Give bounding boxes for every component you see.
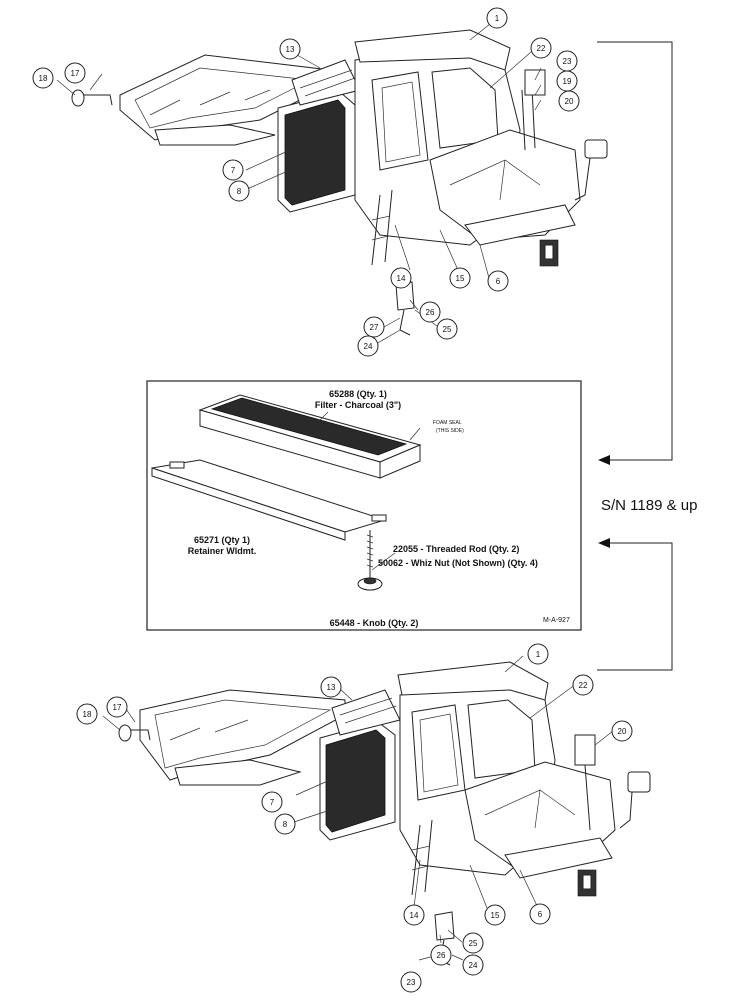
callout-7-b: 7	[270, 798, 275, 807]
callout-circle	[527, 643, 549, 665]
threaded-rod-label: 22055 - Threaded Rod (Qty. 2)	[393, 544, 519, 554]
retainer-description: Retainer Wldmt.	[188, 546, 257, 556]
callout-26-b: 26	[437, 951, 446, 960]
callout-26: 26	[426, 308, 435, 317]
callout-24: 24	[364, 342, 373, 351]
callout-circle	[611, 720, 633, 742]
callout-circle	[529, 903, 551, 925]
callout-circle	[279, 38, 301, 60]
callout-circle	[486, 7, 508, 29]
callout-13-b: 13	[327, 683, 336, 692]
callout-27: 27	[370, 323, 379, 332]
callout-20-b: 20	[618, 727, 627, 736]
callout-22-b: 22	[579, 681, 588, 690]
callout-circle	[419, 301, 441, 323]
bottom-callouts: 1 22 13 18 17 20 7 8 14 15 6 25 26 24 23	[76, 643, 633, 993]
callout-8: 8	[237, 187, 242, 196]
callout-circle	[436, 318, 458, 340]
callout-17-b: 17	[113, 703, 122, 712]
callout-circle	[32, 67, 54, 89]
callout-25: 25	[443, 325, 452, 334]
callout-8-b: 8	[283, 820, 288, 829]
callout-23-b: 23	[407, 978, 416, 987]
callout-23: 23	[563, 57, 572, 66]
bottom-machine-illustration	[102, 655, 651, 966]
callout-circle	[363, 316, 385, 338]
whiz-nut-label: 50062 - Whiz Nut (Not Shown) (Qty. 4)	[378, 558, 538, 568]
callout-14-b: 14	[410, 911, 419, 920]
callout-circle	[261, 791, 283, 813]
callout-1: 1	[495, 14, 500, 23]
callout-circle	[558, 90, 580, 112]
drawing-number: M-A-927	[543, 617, 570, 624]
callout-circle	[430, 944, 452, 966]
callout-circle	[320, 676, 342, 698]
callout-24-b: 24	[469, 961, 478, 970]
top-machine-illustration	[56, 23, 608, 345]
callout-circle	[572, 674, 594, 696]
callout-14: 14	[397, 274, 406, 283]
callout-circle	[400, 971, 422, 993]
callout-6: 6	[496, 277, 501, 286]
callout-circle	[484, 904, 506, 926]
filter-part-number: 65288 (Qty. 1)	[329, 389, 387, 399]
callout-circle	[462, 932, 484, 954]
callout-18: 18	[39, 74, 48, 83]
callout-circle	[222, 159, 244, 181]
callout-circle	[487, 270, 509, 292]
bracket-line-bottom	[597, 542, 673, 671]
this-side-label: (THIS SIDE)	[436, 428, 464, 434]
serial-number-note: S/N 1189 & up	[601, 497, 697, 514]
filter-description: Filter - Charcoal (3")	[315, 400, 401, 410]
callout-circle	[530, 37, 552, 59]
callout-6-b: 6	[538, 910, 543, 919]
callout-circle	[228, 180, 250, 202]
callout-17: 17	[71, 69, 80, 78]
filter-kit-inset: 65288 (Qty. 1) Filter - Charcoal (3") FO…	[146, 380, 582, 631]
callout-circle	[403, 904, 425, 926]
callout-25-b: 25	[469, 939, 478, 948]
callout-circle	[390, 267, 412, 289]
callout-circle	[357, 335, 379, 357]
callout-circle	[106, 696, 128, 718]
callout-19: 19	[563, 77, 572, 86]
callout-1-b: 1	[536, 650, 541, 659]
callout-15-b: 15	[491, 911, 500, 920]
foam-seal-label: FOAM SEAL	[433, 420, 462, 426]
bracket-line-top	[597, 41, 673, 461]
top-callouts: 1 22 13 18 17 23 19 20 7 8 14 15 6 26 27…	[32, 7, 580, 357]
serial-bracket: S/N 1189 & up	[597, 41, 697, 671]
callout-20: 20	[565, 97, 574, 106]
callout-18-b: 18	[83, 710, 92, 719]
callout-7: 7	[231, 166, 236, 175]
knob-label: 65448 - Knob (Qty. 2)	[330, 618, 419, 628]
callout-15: 15	[456, 274, 465, 283]
callout-22: 22	[537, 44, 546, 53]
callout-13: 13	[286, 45, 295, 54]
retainer-part-number: 65271 (Qty 1)	[194, 535, 250, 545]
callout-circle	[449, 267, 471, 289]
callout-circle	[76, 703, 98, 725]
callout-circle	[462, 954, 484, 976]
callout-circle	[64, 62, 86, 84]
callout-circle	[274, 813, 296, 835]
